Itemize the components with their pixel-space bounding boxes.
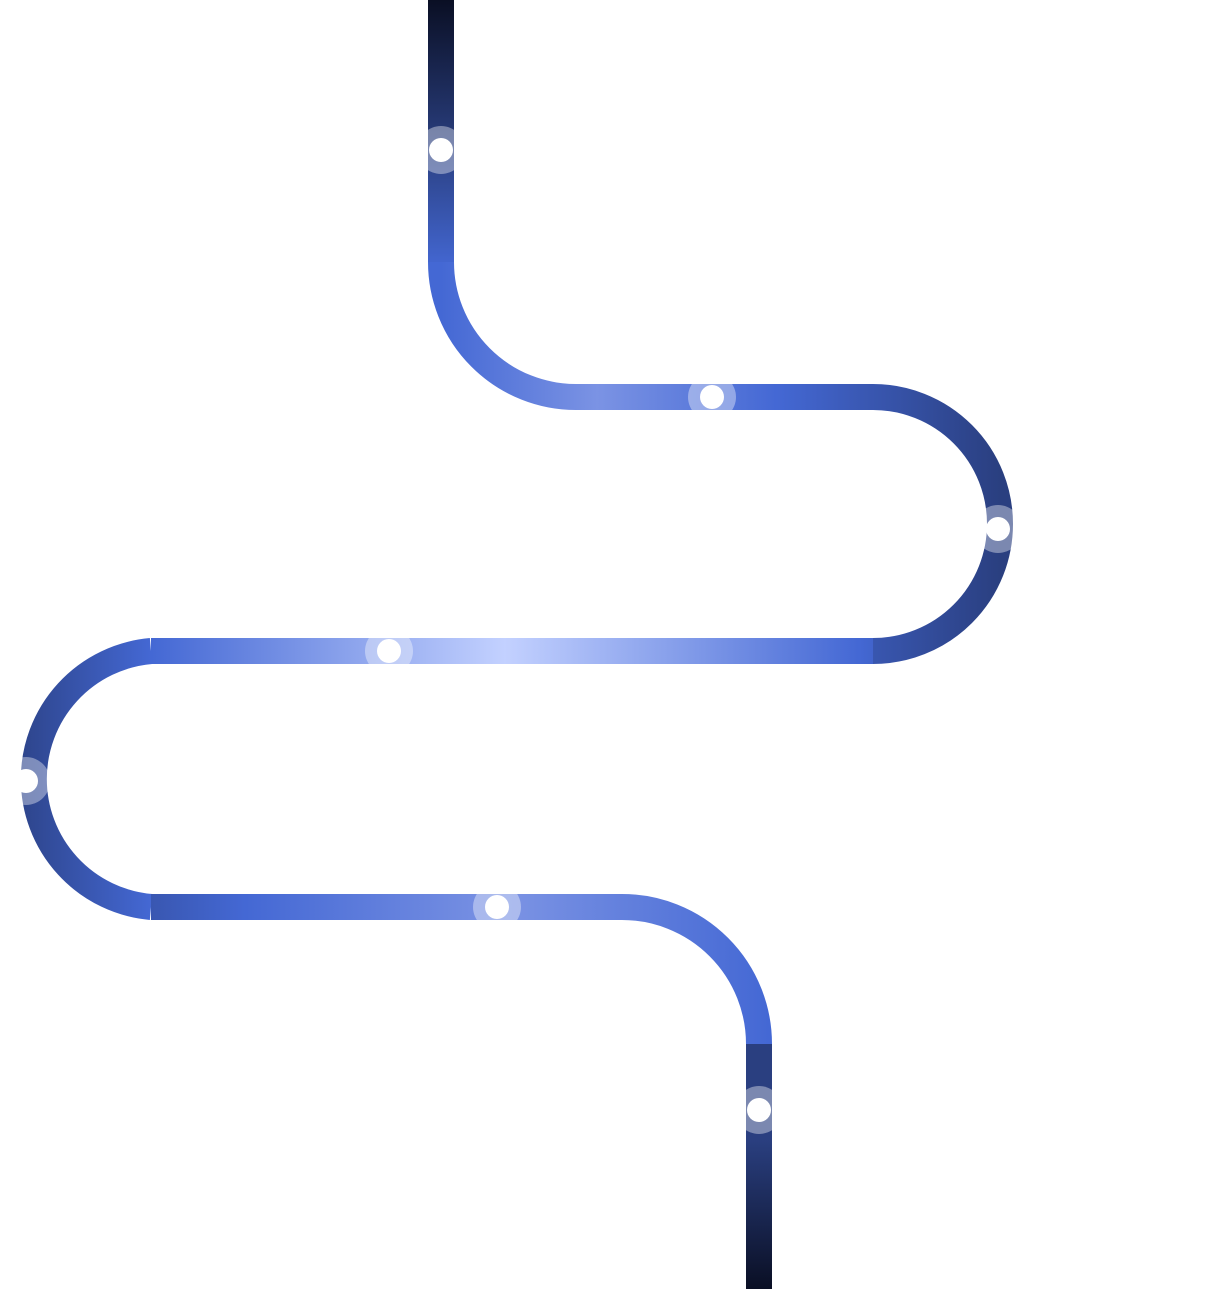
node-dot <box>14 769 38 793</box>
node-dot <box>429 138 453 162</box>
node-6[interactable] <box>473 883 521 931</box>
node-4[interactable] <box>365 627 413 675</box>
node-3[interactable] <box>974 505 1022 553</box>
node-dot <box>986 517 1010 541</box>
path-segment-left-curve <box>20 638 153 920</box>
node-2[interactable] <box>688 373 736 421</box>
path-segment-lower-horizontal <box>151 894 772 1045</box>
node-dot <box>700 385 724 409</box>
node-dot <box>377 639 401 663</box>
node-7[interactable] <box>735 1086 783 1134</box>
node-dot <box>485 895 509 919</box>
node-1[interactable] <box>417 126 465 174</box>
node-5[interactable] <box>2 757 50 805</box>
node-dot <box>747 1098 771 1122</box>
path-segment-upper-horizontal <box>428 261 873 410</box>
